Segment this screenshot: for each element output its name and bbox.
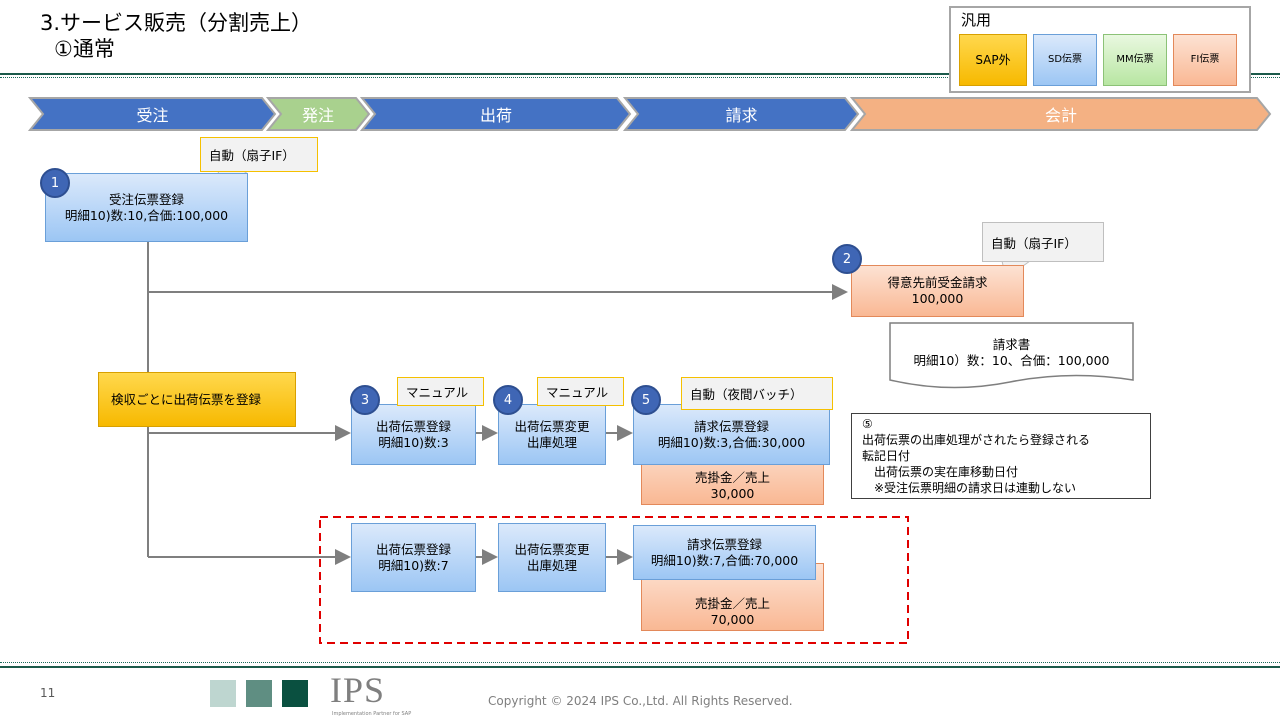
step-text: 請求伝票登録: [686, 536, 762, 552]
phase-order: [27, 97, 277, 131]
callout: 自動（夜間バッチ）: [681, 377, 833, 410]
divider: [0, 666, 1280, 668]
step-text: 請求伝票登録: [693, 418, 769, 434]
divider: [0, 77, 1280, 78]
step-text: 出庫処理: [526, 434, 577, 450]
step-1-badge: 1: [40, 168, 70, 198]
step-4-box: 出荷伝票変更出庫処理: [498, 404, 606, 465]
logo-square: [246, 680, 272, 707]
legend: 汎用 SAP外 SD伝票 MM伝票 FI伝票: [949, 6, 1251, 93]
logo-subtitle: Implementation Partner for SAP: [332, 711, 412, 717]
legend-title: 汎用: [961, 11, 992, 29]
step-text: 明細10)数:10,合価:100,000: [64, 207, 229, 223]
dashed-frame: [319, 516, 909, 644]
step-text: 明細10)数:7: [378, 557, 449, 573]
step-3-box: 出荷伝票登録明細10)数:3: [351, 404, 476, 465]
step-4-badge: 4: [493, 385, 523, 415]
logo: IPS: [330, 670, 386, 710]
step-2-badge: 2: [832, 244, 862, 274]
remark-box: ⑤ 出荷伝票の出庫処理がされたら登録される転記日付 出荷伝票の実在庫移動日付 ※受…: [851, 413, 1151, 499]
remark-line: ⑤: [862, 417, 873, 431]
step-text: 受注伝票登録: [108, 191, 184, 207]
phase-label: 請求: [725, 106, 758, 125]
phase-label: 発注: [301, 106, 334, 125]
logo-square: [210, 680, 236, 707]
invoice-text: 請求書明細10）数：10、合価：100,000: [890, 333, 1133, 373]
title-line-1: 3.サービス販売（分割売上）: [40, 11, 313, 35]
step-text: 出荷伝票登録: [375, 541, 451, 557]
step-5-badge: 5: [631, 385, 661, 415]
phase-accounting: [849, 97, 1272, 131]
step-text: 出荷伝票変更: [514, 418, 590, 434]
phase-billing: [622, 97, 860, 131]
copyright: Copyright © 2024 IPS Co.,Ltd. All Rights…: [488, 694, 793, 708]
remark-line: 出荷伝票の出庫処理がされたら登録される: [862, 433, 1091, 447]
fi-text: 70,000: [710, 612, 755, 627]
legend-sd: SD伝票: [1033, 34, 1097, 86]
phase-label: 受注: [136, 106, 169, 125]
step-text: 明細10)数:3: [378, 434, 449, 450]
page-title: 3.サービス販売（分割売上）①通常: [40, 10, 312, 62]
legend-sap: SAP外: [959, 34, 1027, 86]
phase-label: 会計: [1044, 106, 1077, 125]
step-text: 明細10)数:3,合価:30,000: [657, 434, 806, 450]
callout: マニュアル: [397, 377, 484, 406]
step-text: 出庫処理: [526, 557, 577, 573]
fi-text: 売掛金／売上: [694, 596, 770, 611]
step-1-box: 受注伝票登録明細10)数:10,合価:100,000: [45, 173, 248, 242]
ship-change-box-2: 出荷伝票変更出庫処理: [498, 523, 606, 592]
callout: マニュアル: [537, 377, 624, 406]
divider: [0, 73, 1280, 75]
note-inspection: 検収ごとに出荷伝票を登録: [98, 372, 296, 427]
step-text: 出荷伝票登録: [375, 418, 451, 434]
fi-text: 30,000: [710, 486, 755, 501]
remark-line: 出荷伝票の実在庫移動日付: [862, 465, 1019, 479]
invoice-line: 請求書: [992, 337, 1031, 352]
title-line-2: ①通常: [54, 37, 115, 61]
logo-square: [282, 680, 308, 707]
phase-purchase: [265, 97, 371, 131]
invoice-line: 明細10）数：10、合価：100,000: [913, 353, 1110, 368]
divider: [0, 662, 1280, 663]
billing-box-2: 請求伝票登録明細10)数:7,合価:70,000: [633, 525, 816, 580]
step-3-badge: 3: [350, 385, 380, 415]
step-text: 明細10)数:7,合価:70,000: [650, 552, 799, 568]
step-text: 出荷伝票変更: [514, 541, 590, 557]
fi-text: 売掛金／売上: [694, 470, 770, 485]
page-number: 11: [40, 686, 56, 700]
phase-shipping: [359, 97, 632, 131]
phase-label: 出荷: [479, 106, 512, 125]
legend-fi: FI伝票: [1173, 34, 1237, 86]
callout: 自動（扇子IF）: [982, 222, 1104, 262]
step-5-box: 請求伝票登録明細10)数:3,合価:30,000: [633, 404, 830, 465]
ship-create-box-2: 出荷伝票登録明細10)数:7: [351, 523, 476, 592]
invoice-document: [889, 322, 1134, 389]
step-text: 得意先前受金請求: [887, 275, 988, 290]
legend-mm: MM伝票: [1103, 34, 1167, 86]
remark-line: 転記日付: [862, 449, 911, 463]
step-text: 100,000: [911, 291, 964, 306]
callout: 自動（扇子IF）: [200, 137, 318, 172]
remark-line: ※受注伝票明細の請求日は連動しない: [862, 481, 1077, 495]
